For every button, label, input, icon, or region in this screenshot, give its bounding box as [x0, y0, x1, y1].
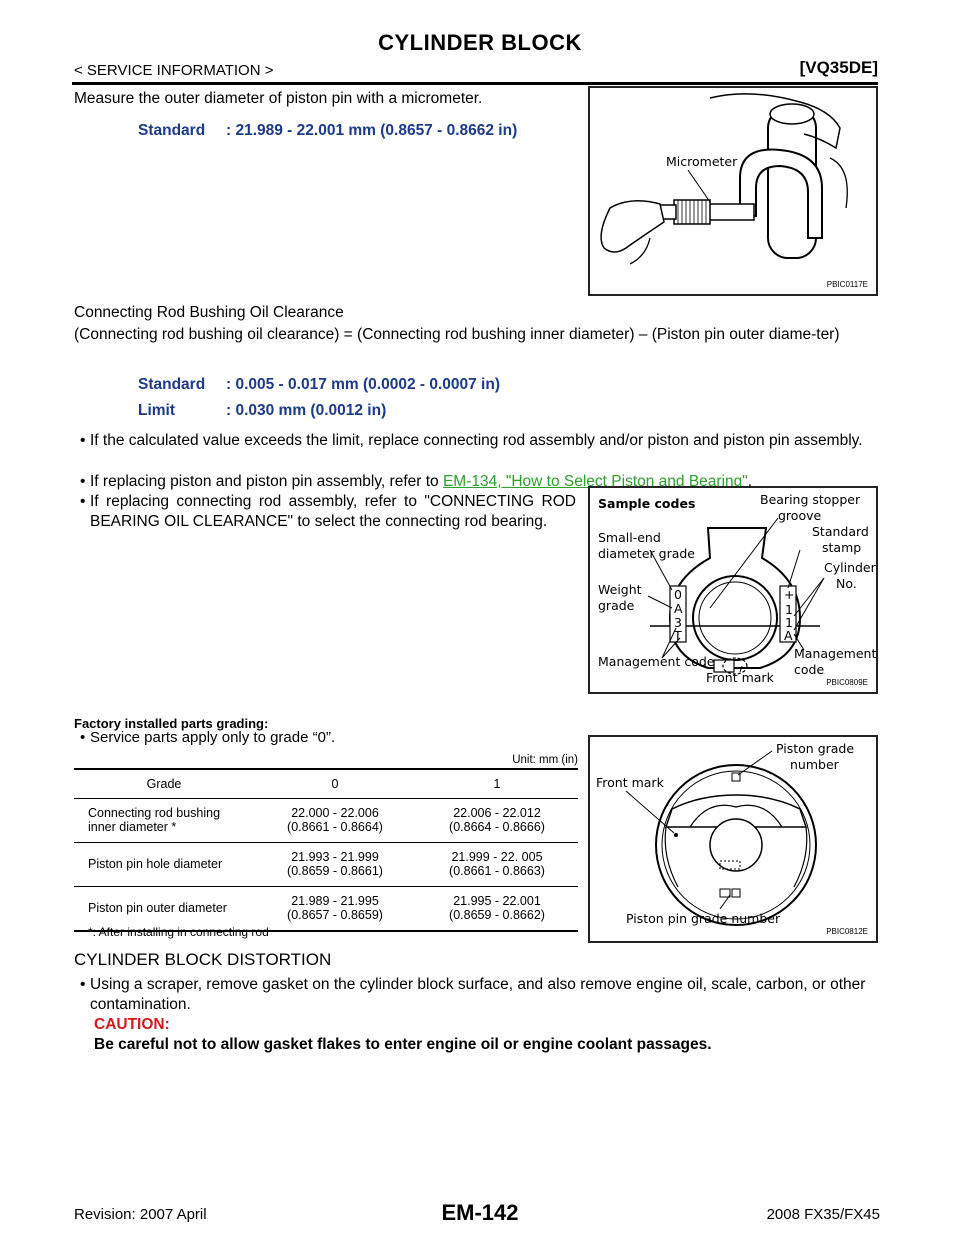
callout: No.	[836, 576, 857, 591]
micrometer-figure: Micrometer PBIC0117E	[588, 86, 878, 296]
piston-bearing-link[interactable]: EM-134, "How to Select Piston and Bearin…	[442, 473, 748, 490]
intro-text: Measure the outer diameter of piston pin…	[74, 90, 483, 107]
table-header-row: Grade 0 1	[74, 770, 578, 798]
table-footnote: *: After installing in connecting rod	[88, 925, 269, 939]
page-number: EM-142	[441, 1200, 519, 1225]
figure-code: PBIC0809E	[826, 678, 868, 687]
clearance-standard-label: Standard	[138, 376, 206, 393]
column-header: 0	[331, 776, 339, 791]
grading-heading: Factory installed parts grading:	[74, 716, 269, 731]
clearance-limit-label: Limit	[138, 402, 176, 419]
stamp-left-char: T	[673, 628, 682, 643]
stamp-left-char: 3	[674, 615, 682, 630]
caution-text: Be careful not to allow gasket flakes to…	[94, 1036, 712, 1053]
stamp-left-char: A	[674, 601, 683, 616]
callout: Piston grade	[776, 741, 854, 756]
callout: Management code	[598, 654, 715, 669]
stamp-right-char: A	[784, 628, 793, 643]
connecting-rod-illustration: 0 A 3 T + 1 1 A Sample codes Bearing sto…	[598, 492, 877, 685]
stamp-right-char: 1	[785, 602, 793, 617]
list-item: • If replacing connecting rod assembly, …	[80, 493, 576, 530]
callout: groove	[778, 508, 821, 523]
column-header: 1	[493, 776, 501, 791]
model-label: 2008 FX35/FX45	[766, 1206, 880, 1223]
callout: number	[790, 757, 840, 772]
breadcrumb: < SERVICE INFORMATION >	[74, 62, 274, 79]
callout: stamp	[822, 540, 861, 555]
figure-code: PBIC0812E	[826, 927, 868, 936]
engine-code: [VQ35DE]	[799, 58, 878, 77]
callout: diameter grade	[598, 546, 695, 561]
revision-label: Revision: 2007 April	[74, 1206, 207, 1223]
distortion-heading: CYLINDER BLOCK DISTORTION	[74, 950, 332, 969]
callout: Piston pin grade number	[626, 911, 781, 926]
list-item: • If the calculated value exceeds the li…	[80, 432, 863, 449]
page-title: CYLINDER BLOCK	[378, 30, 582, 55]
callout: Weight	[598, 582, 642, 597]
clearance-formula: (Connecting rod bushing oil clearance) =…	[74, 326, 840, 343]
stamp-right-char: 1	[785, 615, 793, 630]
stamp-left-char: 0	[674, 587, 682, 602]
callout: Cylinder	[824, 560, 876, 575]
callout: Small-end	[598, 530, 661, 545]
unit-label: Unit: mm (in)	[512, 754, 578, 766]
clearance-limit-value: : 0.030 mm (0.0012 in)	[226, 402, 387, 419]
connecting-rod-figure: 0 A 3 T + 1 1 A Sample codes Bearing sto…	[588, 486, 878, 694]
callout: Management	[794, 646, 876, 661]
piston-illustration: Piston grade number Front mark Piston pi…	[596, 741, 854, 926]
micrometer-illustration: Micrometer	[600, 93, 848, 265]
callout: code	[794, 662, 824, 677]
callout: Front mark	[596, 775, 665, 790]
callout: Bearing stopper	[760, 492, 861, 507]
list-item: • If replacing piston and piston pin ass…	[80, 473, 753, 490]
column-header: Grade	[146, 776, 182, 791]
caution-label: CAUTION:	[94, 1016, 170, 1033]
stamp-plus: +	[784, 587, 794, 602]
standard-label: Standard	[138, 122, 206, 139]
standard-value: : 21.989 - 22.001 mm (0.8657 - 0.8662 in…	[226, 122, 518, 139]
micrometer-callout: Micrometer	[666, 154, 738, 169]
clearance-standard-value: : 0.005 - 0.017 mm (0.0002 - 0.0007 in)	[226, 376, 500, 393]
piston-figure: Piston grade number Front mark Piston pi…	[588, 735, 878, 943]
header-divider	[72, 82, 878, 85]
callout: Standard	[812, 524, 869, 539]
callout: grade	[598, 598, 635, 613]
callout: Front mark	[706, 670, 775, 685]
clearance-heading: Connecting Rod Bushing Oil Clearance	[74, 304, 344, 321]
figure-code: PBIC0117E	[826, 280, 868, 289]
table-row: Piston pin hole diameter 21.993 - 21.999…	[74, 842, 578, 886]
table-row: Piston pin outer diameter 21.989 - 21.99…	[88, 894, 545, 923]
sample-codes-label: Sample codes	[598, 496, 695, 511]
list-item: • Using a scraper, remove gasket on the …	[80, 976, 866, 1013]
list-item: • Service parts apply only to grade “0”.	[80, 729, 336, 746]
